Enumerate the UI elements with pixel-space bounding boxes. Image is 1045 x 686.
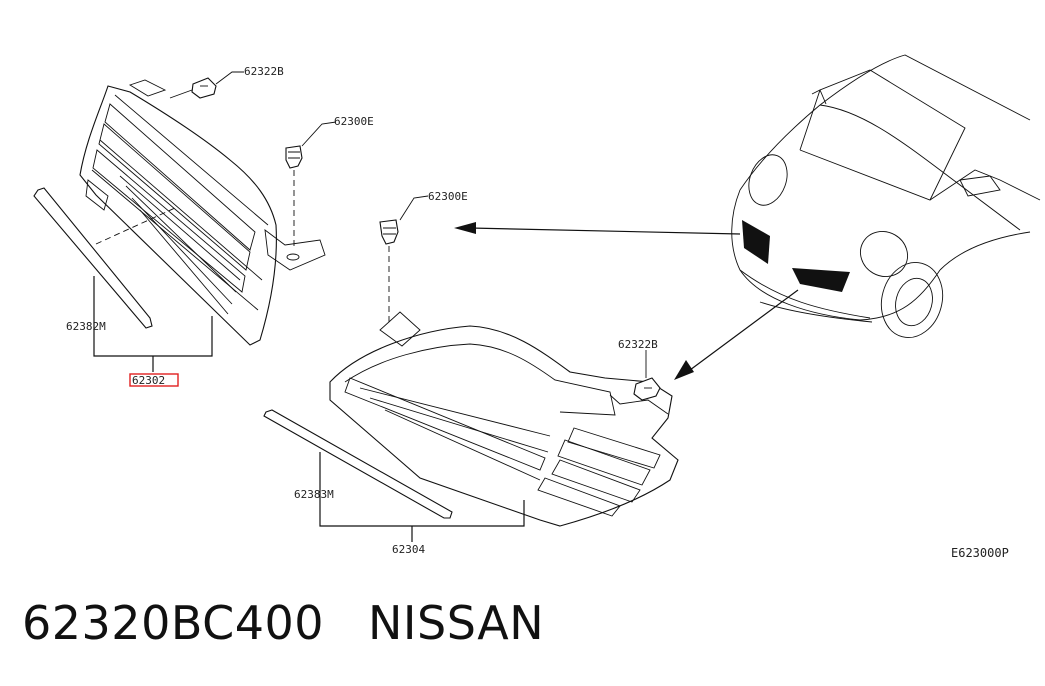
vehicle-front-sketch: [731, 54, 1041, 338]
callout-moulding-lower: 62383M: [294, 488, 334, 501]
upper-assembly-bracket: [93, 207, 213, 372]
callout-grille-clip-upper: 62322B: [244, 65, 284, 78]
center-grille-assembly: [329, 311, 679, 527]
part-number: 62320BC400: [22, 596, 325, 650]
upper-grille-assembly: [79, 79, 326, 346]
callout-fastener-center: 62300E: [428, 190, 468, 203]
grille-clip-lower: [633, 350, 661, 401]
lower-moulding-strip: [263, 409, 453, 519]
fastener-left: [285, 121, 337, 250]
highlighted-part-callout[interactable]: 62302: [129, 373, 179, 387]
brand-name: NISSAN: [368, 596, 545, 650]
callout-fastener-left: 62300E: [334, 115, 374, 128]
callout-moulding-upper: 62382M: [66, 320, 106, 333]
diagram-reference-id: E623000P: [951, 546, 1009, 560]
highlighted-part-label: 62302: [132, 374, 165, 387]
indicator-arrows: [454, 222, 799, 380]
product-caption: 62320BC400 NISSAN: [22, 596, 588, 650]
fastener-center: [379, 195, 429, 326]
callout-grille-clip-lower: 62322B: [618, 338, 658, 351]
grille-clip-upper: [169, 71, 244, 99]
center-assembly-bracket: [319, 452, 525, 542]
callout-grille-assembly-lower: 62304: [392, 543, 425, 556]
upper-moulding-strip: [33, 187, 153, 329]
